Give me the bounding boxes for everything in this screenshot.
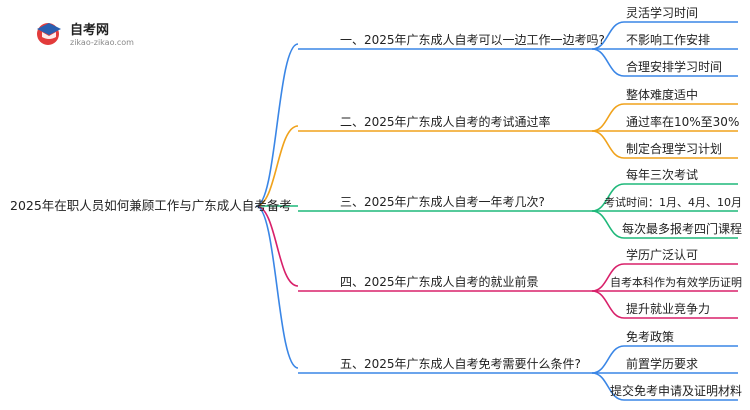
branch-4-leaf-2: 自考本科作为有效学历证明 <box>610 275 742 289</box>
branch-3-leaf-2: 考试时间：1月、4月、10月 <box>604 196 742 209</box>
branch-topic-1: 一、2025年广东成人自考可以一边工作一边考吗? <box>340 33 605 47</box>
root-link-2 <box>255 125 299 207</box>
branch-2-leaf-1: 整体难度适中 <box>626 87 698 102</box>
branch-2-link-3 <box>591 130 625 159</box>
branch-5-link-1 <box>591 345 625 374</box>
branch-topic-3: 三、2025年广东成人自考一年考几次? <box>340 195 545 209</box>
logo-subtitle: zikao-zikao.com <box>70 38 134 47</box>
branch-4-link-3 <box>591 290 625 319</box>
branch-5-link-3 <box>591 372 625 401</box>
branch-5-leaf-2: 前置学历要求 <box>626 356 698 371</box>
branch-4-leaf-3: 提升就业竞争力 <box>626 301 710 316</box>
branch-2-leaf-2: 通过率在10%至30% <box>626 114 739 129</box>
root-topic: 2025年在职人员如何兼顾工作与广东成人自考备考 <box>10 198 292 213</box>
branch-5-leaf-1: 免考政策 <box>626 329 674 344</box>
branch-topic-4: 四、2025年广东成人自考的就业前景 <box>340 274 539 289</box>
branch-4-leaf-1: 学历广泛认可 <box>626 247 698 262</box>
branch-2-leaf-3: 制定合理学习计划 <box>626 141 722 156</box>
branch-topic-2: 二、2025年广东成人自考的考试通过率 <box>340 114 551 129</box>
root-link-1 <box>255 43 299 207</box>
graduation-cap-icon <box>37 23 61 45</box>
branch-1-leaf-3: 合理安排学习时间 <box>626 59 722 74</box>
branch-3-link-3 <box>591 210 625 239</box>
branch-2-link-1 <box>591 103 625 132</box>
branch-1-leaf-2: 不影响工作安排 <box>626 32 710 47</box>
logo-title: 自考网 <box>70 23 110 38</box>
branch-topic-5: 五、2025年广东成人自考免考需要什么条件? <box>340 356 581 371</box>
branch-1-leaf-1: 灵活学习时间 <box>626 5 698 20</box>
branch-3-leaf-1: 每年三次考试 <box>626 167 698 182</box>
branch-1-link-3 <box>591 48 625 77</box>
branch-5-leaf-3: 提交免考申请及证明材料 <box>610 383 742 398</box>
branch-3-leaf-3: 每次最多报考四门课程 <box>622 221 742 236</box>
site-logo[interactable]: 自考网 zikao-zikao.com <box>30 16 170 56</box>
root-link-4 <box>255 205 299 287</box>
root-link-5 <box>255 205 299 369</box>
